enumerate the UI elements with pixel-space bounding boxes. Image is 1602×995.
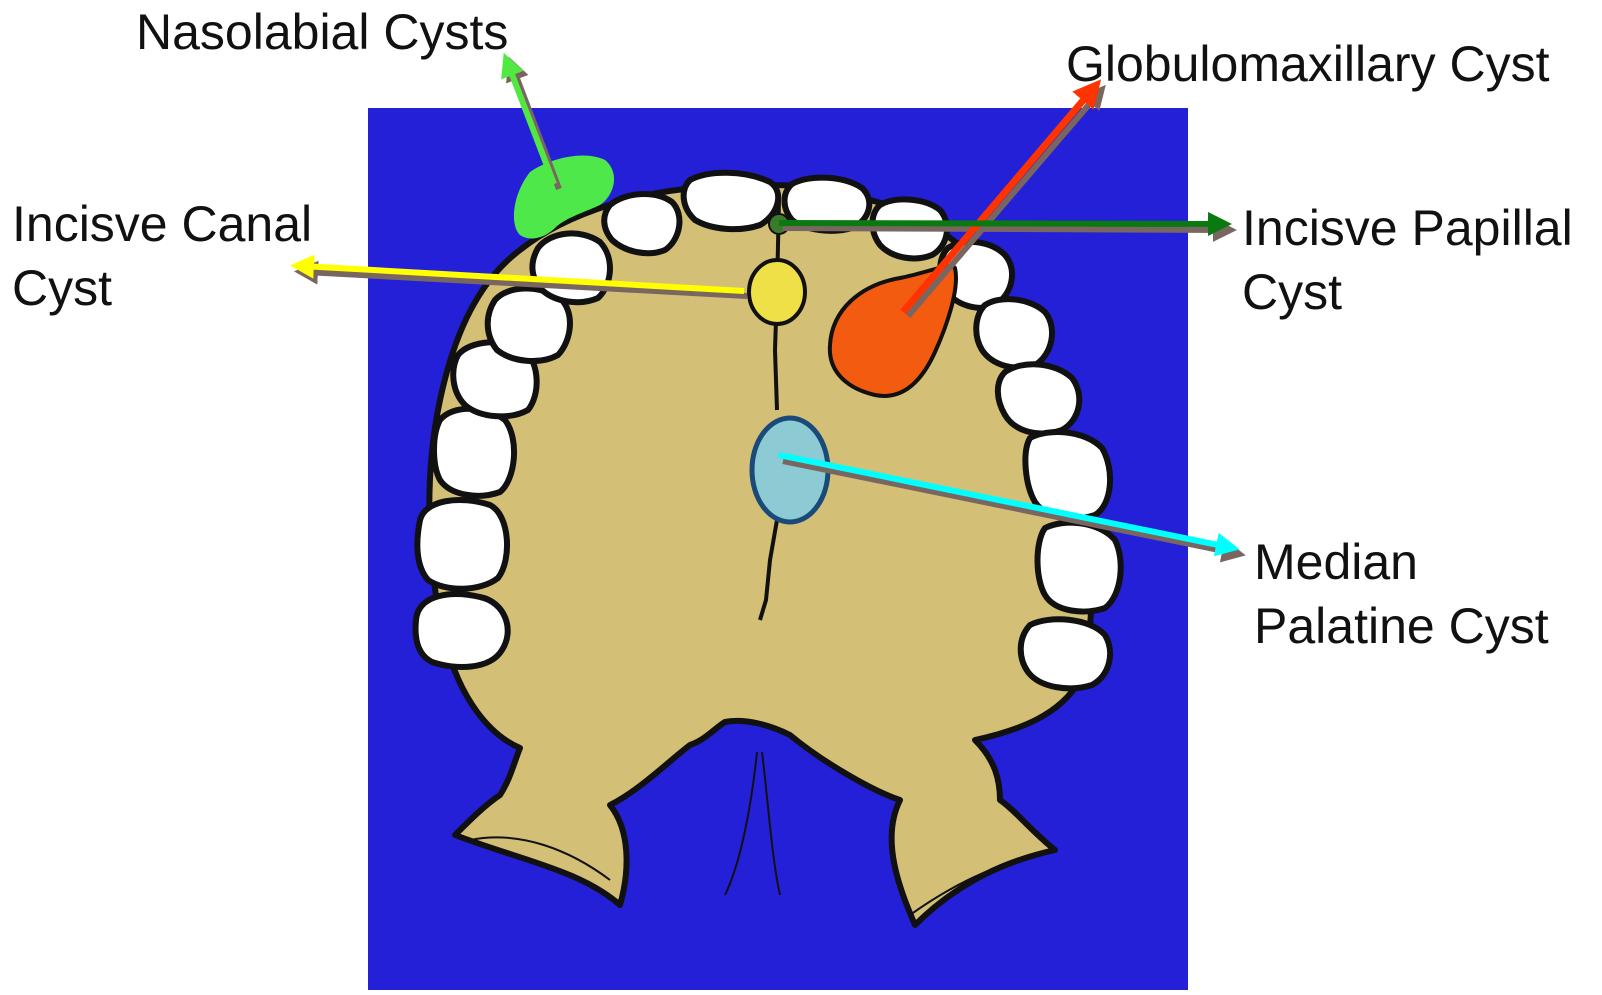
tooth bbox=[416, 594, 508, 667]
tooth bbox=[998, 364, 1079, 433]
tooth bbox=[976, 299, 1052, 368]
tooth bbox=[417, 500, 507, 589]
globulomaxillary-cyst-label: Globulomaxillary Cyst bbox=[1066, 32, 1549, 96]
tooth bbox=[684, 173, 778, 229]
median-palatine-label-line2: Palatine Cyst bbox=[1254, 594, 1549, 658]
nasolabial-cyst-label: Nasolabial Cysts bbox=[136, 0, 508, 64]
nasolabial-cyst-label-text: Nasolabial Cysts bbox=[136, 4, 508, 60]
shadow-incisive-papilla bbox=[783, 228, 1225, 230]
median-palatine-cyst-label: Median Palatine Cyst bbox=[1254, 530, 1549, 658]
globulomaxillary-cyst-label-text: Globulomaxillary Cyst bbox=[1066, 36, 1549, 92]
tooth bbox=[1021, 619, 1110, 688]
median-palatine-label-line1: Median bbox=[1254, 530, 1549, 594]
tooth bbox=[1038, 523, 1121, 612]
incisive-papilla-arrow bbox=[779, 223, 1220, 224]
tooth bbox=[434, 409, 514, 496]
incisive-canal-label-line2: Cyst bbox=[12, 256, 312, 320]
tooth bbox=[604, 194, 679, 253]
incisive-canal-cyst-label: Incisve Canal Cyst bbox=[12, 192, 312, 320]
incisive-canal-label-line1: Incisve Canal bbox=[12, 192, 312, 256]
incisive-papilla-cyst-label: Incisve Papillal Cyst bbox=[1242, 196, 1573, 324]
tooth bbox=[532, 233, 610, 302]
incisive-canal-cyst bbox=[749, 260, 805, 324]
incisive-papilla-label-line2: Cyst bbox=[1242, 260, 1573, 324]
incisive-papilla-label-line1: Incisve Papillal bbox=[1242, 196, 1573, 260]
